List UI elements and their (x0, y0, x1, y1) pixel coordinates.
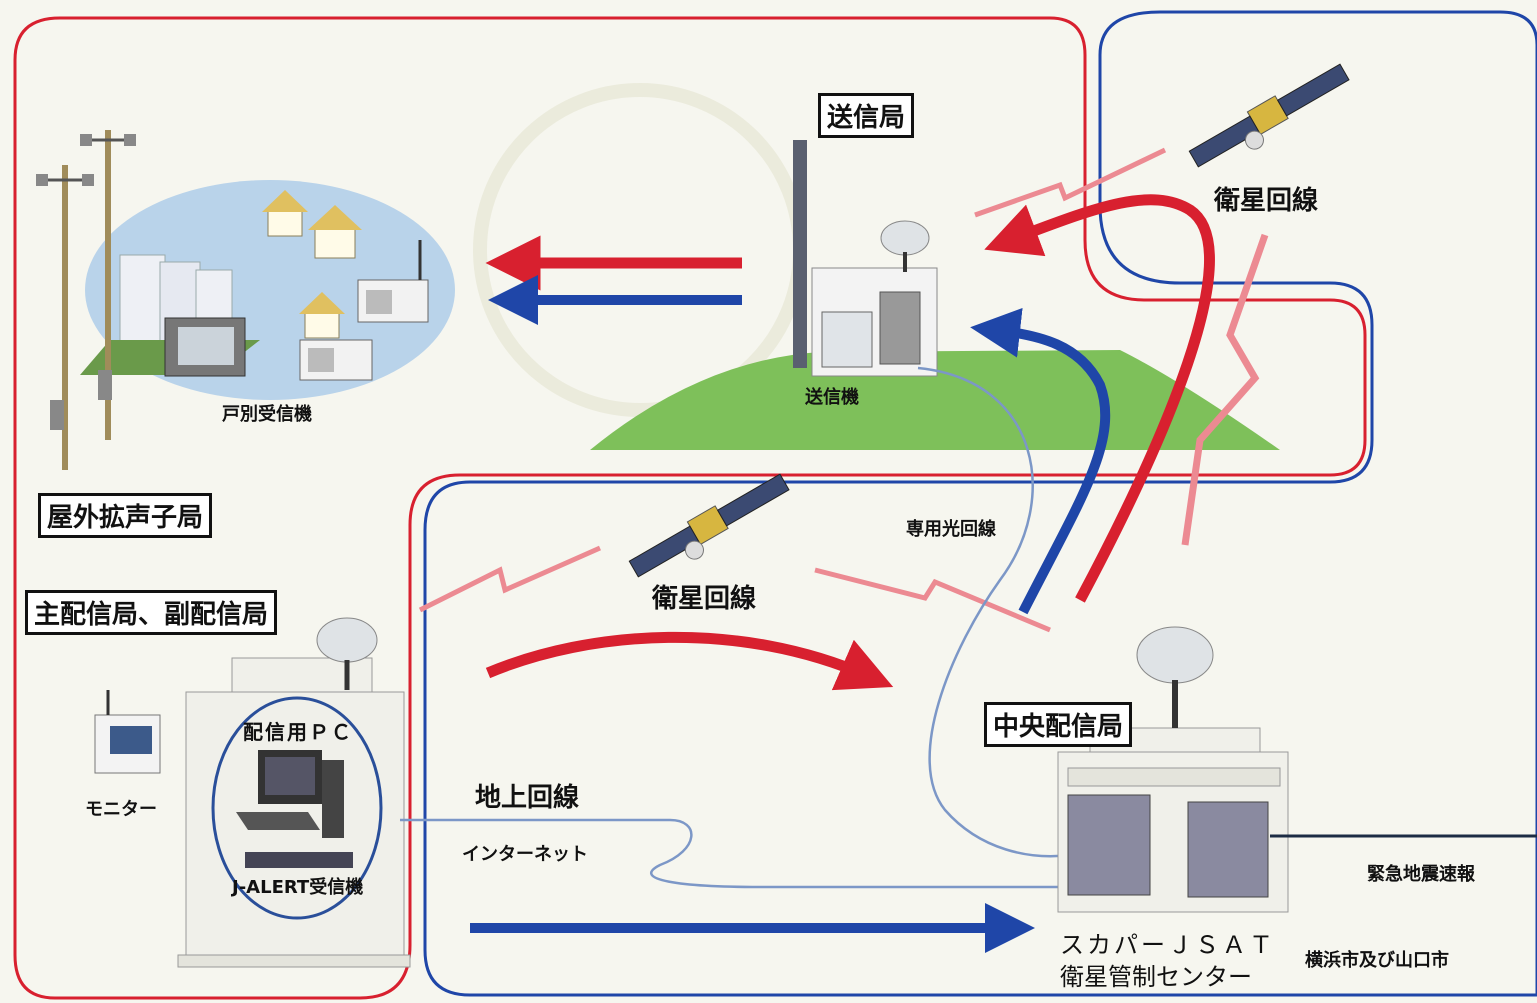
blue-route-outline (423, 10, 1537, 997)
internet-cable (400, 818, 1070, 889)
earthquake-warning-label: 緊急地震速報 (1367, 864, 1475, 885)
antenna-tower-icon (793, 140, 807, 368)
watermark-circle (473, 83, 807, 417)
satellite-line-label: 衛星回線 (652, 584, 757, 614)
loudspeaker-pole-icon (80, 130, 136, 440)
distribution-pc-label: 配信用ＰＣ (243, 720, 353, 744)
red-satellite-arrow (485, 631, 894, 691)
outdoor-speaker-station-label: 屋外拡声子局 (38, 493, 213, 538)
j-alert-receiver-label: J-ALERT受信機 (232, 877, 364, 898)
loudspeaker-pole-icon (36, 165, 94, 470)
satellite-icon (1188, 63, 1350, 168)
satellite-dish-icon (1136, 626, 1214, 728)
satellite-dish-icon (880, 220, 930, 272)
sky-jsat-label: スカパーＪＳＡＴ (1060, 931, 1276, 959)
satellite-control-center-label: 衛星管制センター (1060, 963, 1252, 991)
transmitter-label: 送信機 (805, 387, 859, 408)
internet-label: インターネット (462, 844, 588, 865)
wireless-lightning-icon (1181, 233, 1269, 546)
central-distribution-label: 中央配信局 (984, 702, 1133, 747)
cities-label: 横浜市及び山口市 (1305, 950, 1449, 971)
satellite-line-label: 衛星回線 (1214, 186, 1319, 216)
satellite-icon (628, 473, 790, 578)
central-station-building-icon (1057, 727, 1289, 913)
household-radio-icon (299, 339, 373, 381)
blue-curved-arrow (970, 307, 1111, 615)
house-icon (308, 205, 362, 259)
dedicated-fiber-cable (917, 366, 1071, 858)
wireless-lightning-icon (974, 147, 1167, 218)
wireless-lightning-icon (814, 567, 1051, 633)
satellite-dish-icon (316, 617, 378, 690)
dedicated-fiber-label: 専用光回線 (906, 519, 996, 540)
transmitting-station-label: 送信局 (818, 93, 915, 138)
household-receiver-icon (164, 317, 246, 377)
household-receivers-label: 戸別受信機 (222, 404, 312, 425)
house-icon (262, 190, 308, 237)
terrestrial-line-label: 地上回線 (475, 783, 580, 813)
house-icon (299, 292, 345, 339)
household-radio-icon (357, 240, 429, 323)
red-curved-arrow (984, 194, 1216, 603)
transmitter-shelter-icon (811, 267, 938, 377)
monitor-label: モニター (85, 799, 157, 820)
wireless-lightning-icon (418, 545, 602, 613)
monitor-device-icon (94, 690, 161, 774)
main-sub-distribution-label: 主配信局、副配信局 (25, 590, 278, 635)
red-route-outline (13, 16, 1367, 1000)
distribution-station-building-icon (177, 657, 411, 968)
